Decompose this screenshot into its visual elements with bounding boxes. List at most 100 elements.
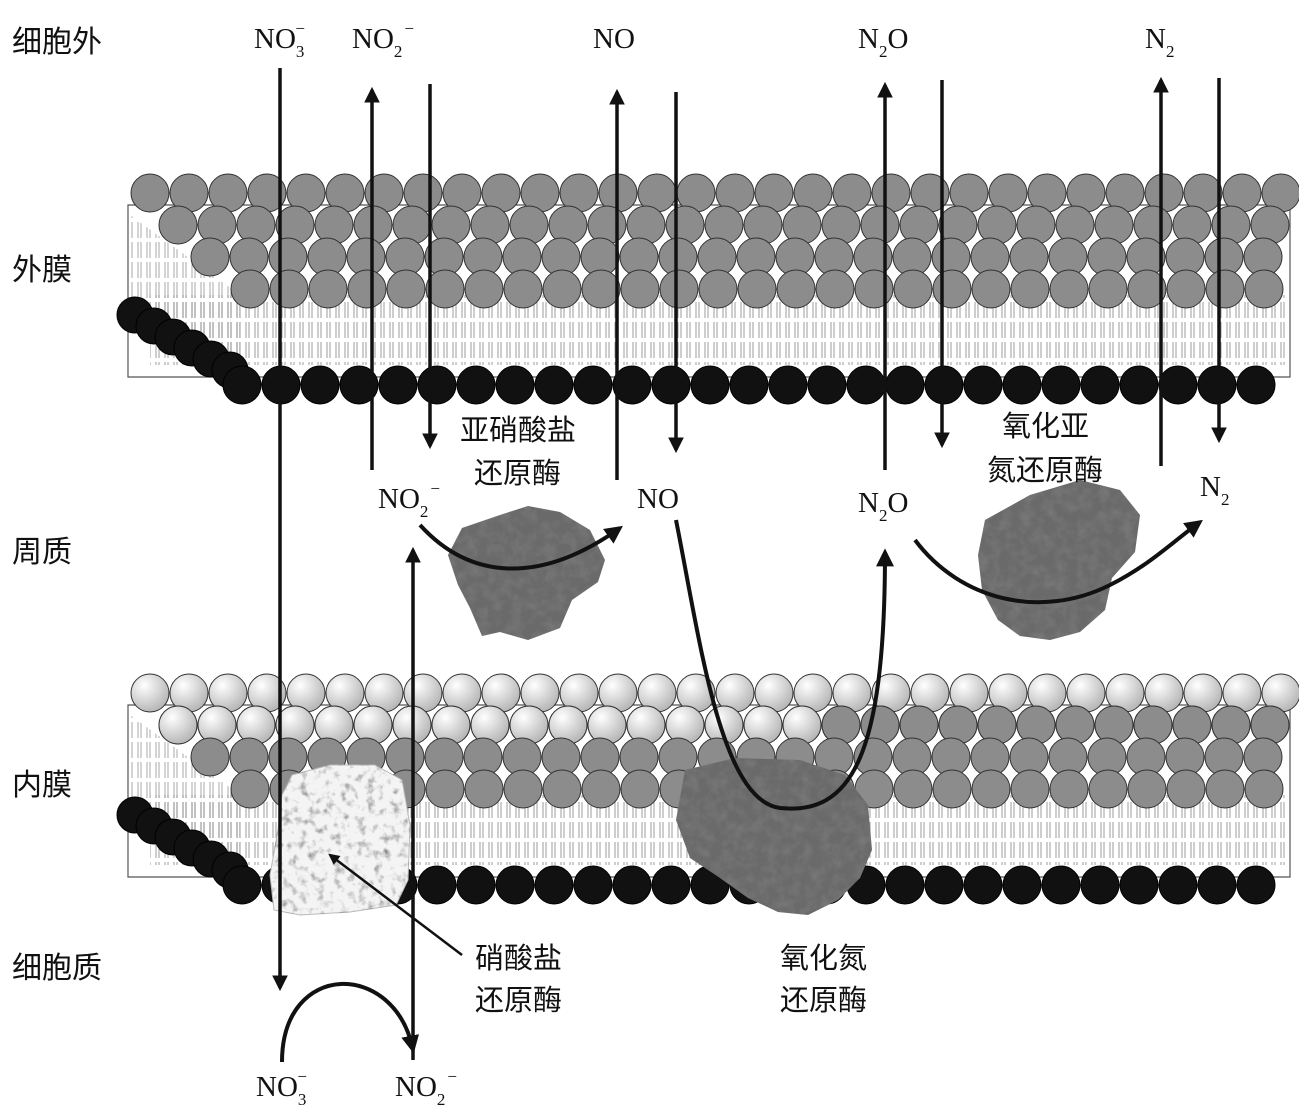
lipid-head-dark [417,865,457,905]
lipid-head-dark [1080,865,1120,905]
nitrous-oxide-reductase-protein [978,480,1140,640]
species-n2-periplasm: N2 [1200,471,1229,509]
lipid-head-dark [339,365,379,405]
label-nitric-oxide-reductase-line1: 氧化氮 [780,941,867,975]
lipid-head-outer [1166,269,1206,309]
lipid-head-dark [1236,365,1276,405]
lipid-head-outer [821,205,861,245]
lipid-head-inner [899,705,939,745]
lipid-head-outer [665,205,705,245]
lipid-head-light [782,705,822,745]
lipid-head-dark [924,365,964,405]
lipid-head-inner [977,705,1017,745]
lipid-head-light [743,705,783,745]
lipid-head-inner [581,769,621,809]
lipid-head-dark [1197,365,1237,405]
lipid-head-light [587,705,627,745]
lipid-head-outer [158,205,198,245]
lipid-head-outer [620,269,660,309]
lipid-head-dark [1002,865,1042,905]
label-nitrate-reductase-line2: 还原酶 [475,983,562,1017]
flux-arrows [272,68,1227,1063]
lipid-head-outer [893,269,933,309]
lipid-head-dark [1041,865,1081,905]
lipid-head-dark [573,865,613,905]
lipid-head-dark [690,365,730,405]
lipid-head-inner [425,769,465,809]
lipid-head-outer [977,205,1017,245]
lipid-head-light [236,705,276,745]
lipid-head-outer [464,269,504,309]
curve-no-reduction [674,519,894,811]
lipid-head-outer [782,205,822,245]
lipid-head-light [353,705,393,745]
lipid-head-inner [1010,769,1050,809]
species-no2-extracellular: NO2− [352,19,414,61]
lipid-head-dark [222,365,262,405]
lipid-head-dark [417,365,457,405]
lipid-head-inner [1094,705,1134,745]
species-no2-cytoplasm: NO2− [395,1067,457,1109]
lipid-head-outer [899,205,939,245]
lipid-head-inner [1127,769,1167,809]
lipid-head-outer [626,205,666,245]
nitrite-reductase-protein [448,506,605,640]
lipid-head-dark [1041,365,1081,405]
lipid-head-light [197,705,237,745]
lipid-head-outer [1205,269,1245,309]
lipid-head-outer [743,205,783,245]
lipid-head-outer [1250,205,1290,245]
lipid-head-dark [1236,865,1276,905]
lipid-head-inner [1250,705,1290,745]
label-extracellular: 细胞外 [12,25,102,60]
lipid-head-dark [963,365,1003,405]
lipid-head-dark [378,365,418,405]
lipid-head-light [470,705,510,745]
lipid-head-outer [392,205,432,245]
species-n2-extracellular: N2 [1145,23,1174,61]
lipid-head-inner [1244,769,1284,809]
lipid-head-outer [548,205,588,245]
lipid-head-dark [456,365,496,405]
species-no-extracellular: NO [593,23,635,55]
lipid-head-dark [1002,365,1042,405]
label-nitrous-oxide-reductase-line1: 氧化亚 [1002,409,1089,443]
lipid-head-inner [464,769,504,809]
lipid-head-outer [581,269,621,309]
lipid-head-light [158,705,198,745]
lipid-head-dark [495,865,535,905]
lipid-head-inner [971,769,1011,809]
species-no-periplasm: NO [637,483,679,515]
lipid-head-outer [269,269,309,309]
lipid-head-dark [1197,865,1237,905]
lipid-head-dark [846,365,886,405]
lipid-head-dark [534,365,574,405]
lipid-head-inner [1172,705,1212,745]
lipid-head-outer [938,205,978,245]
lipid-head-inner [1016,705,1056,745]
outer-membrane [116,173,1299,405]
lipid-head-outer [971,269,1011,309]
lipid-head-outer [386,269,426,309]
lipid-head-dark [885,865,925,905]
lipid-head-inner [1133,705,1173,745]
lipid-head-outer [860,205,900,245]
lipid-head-light [314,705,354,745]
species-no3-cytoplasm: NO3− [256,1067,307,1109]
lipid-head-outer [815,269,855,309]
lipid-head-inner [821,705,861,745]
lipid-head-outer [130,173,170,213]
lipid-head-outer [236,205,276,245]
lipid-head-outer [737,269,777,309]
lipid-head-light [626,705,666,745]
label-cytoplasm: 细胞质 [12,951,102,986]
lipid-head-outer [932,269,972,309]
label-outer-membrane: 外膜 [12,253,72,288]
lipid-head-inner [503,769,543,809]
lipid-head-outer [503,269,543,309]
species-n2o-extracellular: N2O [858,23,908,61]
lipid-head-dark [651,365,691,405]
lipid-head-outer [1049,269,1089,309]
lipid-head-outer [542,269,582,309]
